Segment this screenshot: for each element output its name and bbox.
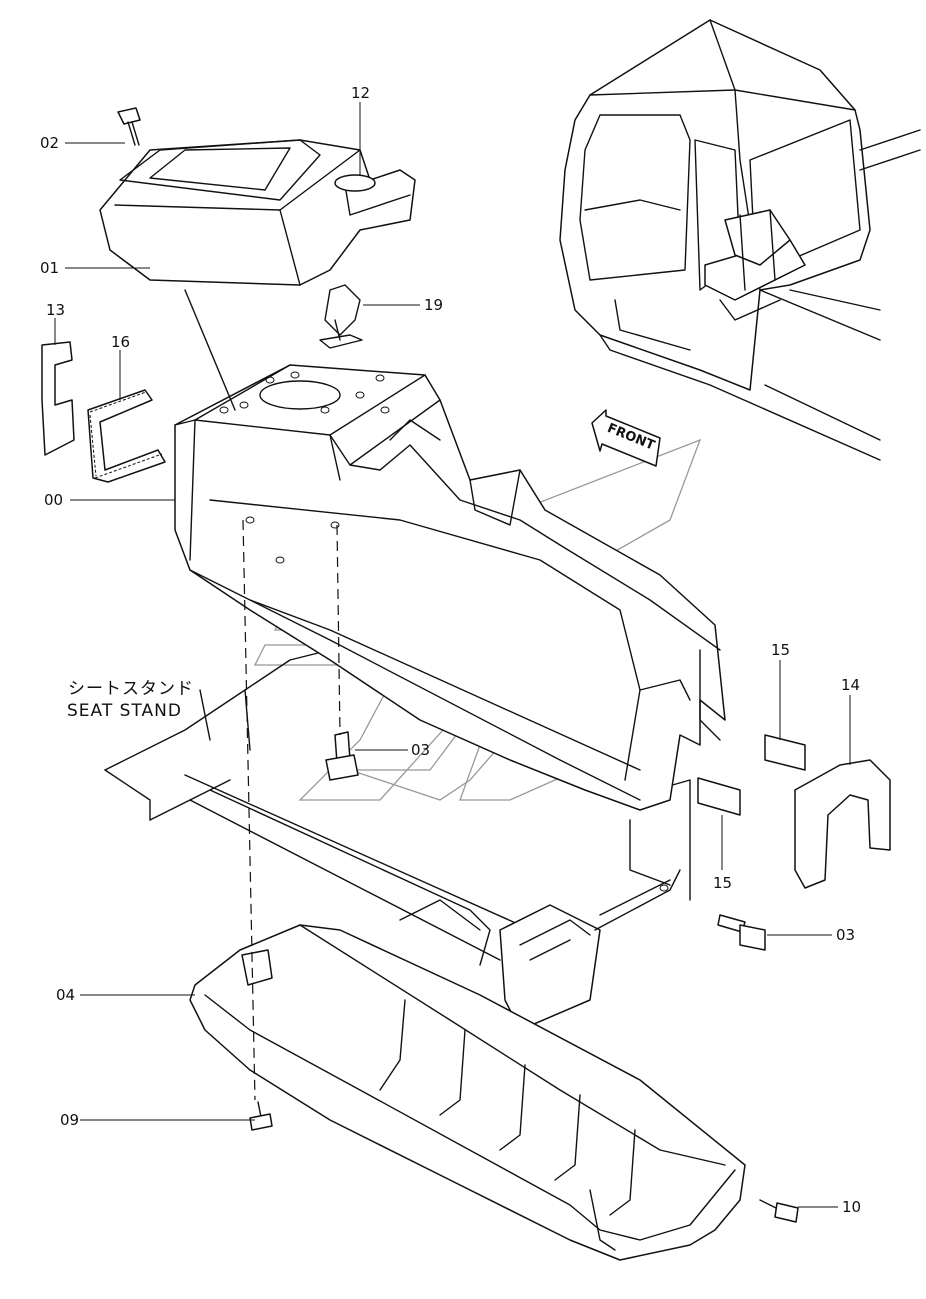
front-arrow: FRONT	[591, 409, 661, 467]
part-label-12: 12	[351, 84, 370, 102]
part-label-10: 10	[842, 1198, 861, 1216]
alignment-lines	[184, 289, 341, 1101]
part-label-13: 13	[46, 301, 65, 319]
part-label-19: 19	[424, 296, 443, 314]
screw-10	[759, 1199, 799, 1223]
leader-lines	[54, 102, 851, 1208]
part-label-02: 02	[40, 134, 59, 152]
part-label-00: 00	[44, 491, 63, 509]
pad-15-lower	[697, 777, 741, 816]
screw-09	[249, 1101, 273, 1131]
part-label-14: 14	[841, 676, 860, 694]
seal-strip-16	[87, 389, 166, 483]
seat-stand-caption-jp: シートスタンド	[68, 679, 194, 699]
cab-illustration	[559, 19, 921, 461]
part-label-04: 04	[56, 986, 75, 1004]
pad-15-upper	[764, 734, 806, 771]
console-cover	[174, 364, 726, 892]
part-label-03-lower: 03	[836, 926, 855, 944]
top-cover	[99, 139, 416, 286]
under-tray	[189, 924, 746, 1261]
bolt-03-upper	[325, 731, 359, 781]
seat-stand-caption-en: SEAT STAND	[67, 701, 182, 721]
clip-13	[41, 341, 75, 456]
screw-02	[117, 107, 141, 146]
part-label-15-upper: 15	[771, 641, 790, 659]
clip-14	[794, 759, 891, 889]
part-label-09: 09	[60, 1111, 79, 1129]
part-label-01: 01	[40, 259, 59, 277]
part-label-03-upper: 03	[411, 741, 430, 759]
part-label-16: 16	[111, 333, 130, 351]
part-label-15-lower: 15	[713, 874, 732, 892]
bolt-03-lower	[717, 914, 766, 951]
clip-19	[319, 284, 363, 349]
